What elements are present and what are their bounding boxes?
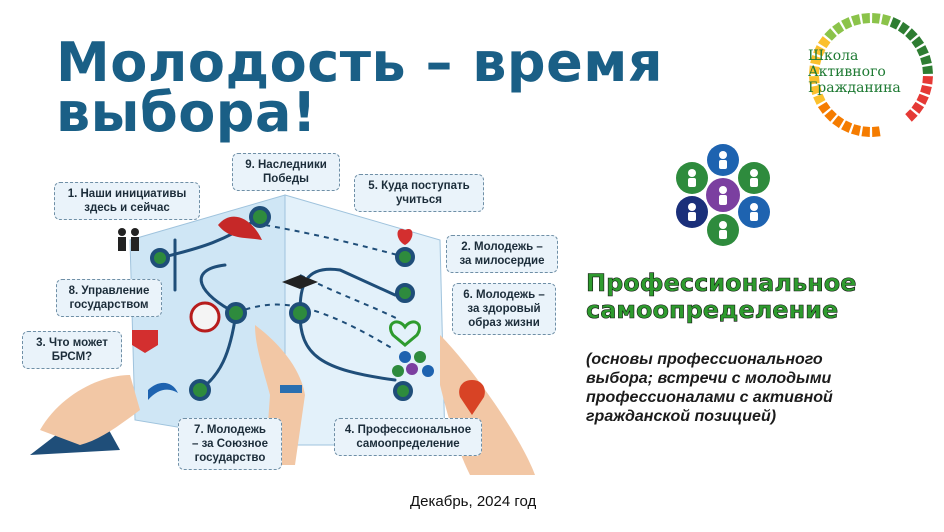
logo-ring-segment (841, 17, 853, 30)
logo-ring-segment (817, 36, 831, 49)
professions-icon-cluster (676, 144, 770, 246)
logo-ring-segment (850, 14, 861, 26)
people-silhouettes-icon (118, 228, 139, 251)
callout-state-governance: 8. Управление государством (56, 279, 162, 317)
logo-line-1: Школа (808, 48, 859, 64)
callout-5-line-2: учиться (396, 194, 442, 206)
heart-icon (389, 320, 421, 347)
section-title-line-2: самоопределение (586, 296, 839, 324)
callout-7-line-1: 7. Молодежь (194, 424, 266, 436)
ribbon-flowers-icon (218, 216, 262, 240)
callout-heirs-of-victory: 9. Наследники Победы (232, 153, 340, 191)
section-desc-line-3: профессионалами с активной (586, 389, 833, 406)
callout-9-line-2: Победы (263, 173, 309, 185)
school-logo-text: Школа Активного Гражданина (808, 48, 918, 96)
logo-ring-segment (922, 65, 933, 74)
logo-ring-segment (809, 76, 820, 85)
callout-1-line-2: здесь и сейчас (84, 202, 170, 214)
logo-ring-segment (861, 126, 870, 137)
callout-3-line-2: БРСМ? (51, 351, 93, 363)
slide-title-line-2: выбора! (56, 81, 318, 144)
logo-ring-segment (905, 109, 918, 122)
logo-ring-segment (916, 93, 929, 105)
logo-ring-segment (861, 13, 870, 24)
callout-union-state: 7. Молодежь – за Союзное государство (178, 418, 282, 470)
graduation-cap-icon (282, 275, 318, 289)
section-title: Профессиональное самоопределение (586, 269, 936, 324)
callout-6-line-2: за здоровый (467, 303, 541, 315)
callout-8-line-1: 8. Управление (68, 285, 150, 297)
callout-9-line-1: 9. Наследники (245, 159, 327, 171)
callout-6-line-3: образ жизни (468, 317, 540, 329)
logo-ring-segment (850, 124, 861, 136)
section-title-line-1: Профессиональное (586, 269, 857, 297)
logo-ring-segment (881, 14, 892, 26)
callout-6-line-1: 6. Молодежь – (463, 289, 545, 301)
logo-line-2: Активного (808, 64, 886, 80)
logo-ring-segment (920, 54, 932, 65)
callout-2-line-1: 2. Молодежь – (461, 241, 543, 253)
slide-title-line-1: Молодость – время (56, 31, 664, 94)
logo-ring-segment (911, 101, 925, 114)
union-state-flag-icon (148, 382, 178, 400)
callout-3-line-1: 3. Что может (36, 337, 108, 349)
callout-where-to-study: 5. Куда поступать учиться (354, 174, 484, 212)
logo-ring-segment (872, 13, 881, 24)
logo-ring-segment (809, 65, 820, 74)
callout-our-initiatives: 1. Наши инициативы здесь и сейчас (54, 182, 200, 220)
logo-ring-segment (897, 21, 910, 35)
brsm-badge-icon (132, 330, 158, 353)
logo-ring-segment (920, 85, 932, 96)
slide-title: Молодость – время выбора! (56, 31, 696, 144)
callout-4-line-1: 4. Профессиональное (344, 424, 472, 436)
left-hand-icon (40, 375, 140, 445)
professions-mini-icon (392, 351, 434, 377)
callout-2-line-2: за милосердие (459, 255, 545, 267)
logo-ring-segment (810, 54, 822, 65)
logo-ring-segment (813, 93, 826, 105)
logo-ring-segment (841, 120, 853, 133)
school-logo-ring-icon (809, 13, 933, 137)
logo-ring-segment (832, 115, 845, 129)
callout-7-line-2: – за Союзное (192, 438, 268, 450)
logo-ring-segment (824, 109, 837, 122)
logo-ring-segment (832, 21, 845, 35)
logo-line-3: Гражданина (808, 80, 901, 96)
logo-ring-segment (817, 101, 831, 114)
section-desc-line-2: выбора; встречи с молодыми (586, 370, 832, 387)
logo-ring-segment (872, 126, 881, 137)
logo-ring-segment (813, 45, 826, 57)
logo-ring-segment (905, 28, 918, 41)
watch-icon (280, 385, 302, 393)
state-emblem-icon (189, 301, 221, 333)
section-description: (основы профессионального выбора; встреч… (586, 350, 926, 426)
callout-4-line-2: самоопределение (356, 438, 460, 450)
callout-professional-self-determination: 4. Профессиональное самоопределение (334, 418, 482, 456)
callout-youth-for-mercy: 2. Молодежь – за милосердие (446, 235, 558, 273)
callout-what-brsm-can-do: 3. Что может БРСМ? (22, 331, 122, 369)
section-desc-line-4: гражданской позицией) (586, 408, 777, 425)
mercy-hands-icon (397, 228, 413, 245)
logo-ring-segment (916, 45, 929, 57)
logo-ring-segment (810, 85, 822, 96)
callout-healthy-lifestyle: 6. Молодежь – за здоровый образ жизни (452, 283, 556, 335)
footer-date: Декабрь, 2024 год (410, 493, 537, 510)
section-desc-line-1: (основы профессионального (586, 351, 823, 368)
callout-7-line-3: государство (194, 452, 266, 464)
map-panel-right (284, 194, 446, 446)
logo-ring-segment (911, 36, 925, 49)
callout-5-line-1: 5. Куда поступать (368, 180, 470, 192)
logo-ring-segment (824, 28, 837, 41)
callout-1-line-1: 1. Наши инициативы (67, 188, 187, 200)
callout-8-line-2: государством (69, 299, 149, 311)
logo-ring-segment (889, 17, 901, 30)
location-pin-icon (459, 380, 485, 415)
logo-ring-segment (922, 76, 933, 85)
